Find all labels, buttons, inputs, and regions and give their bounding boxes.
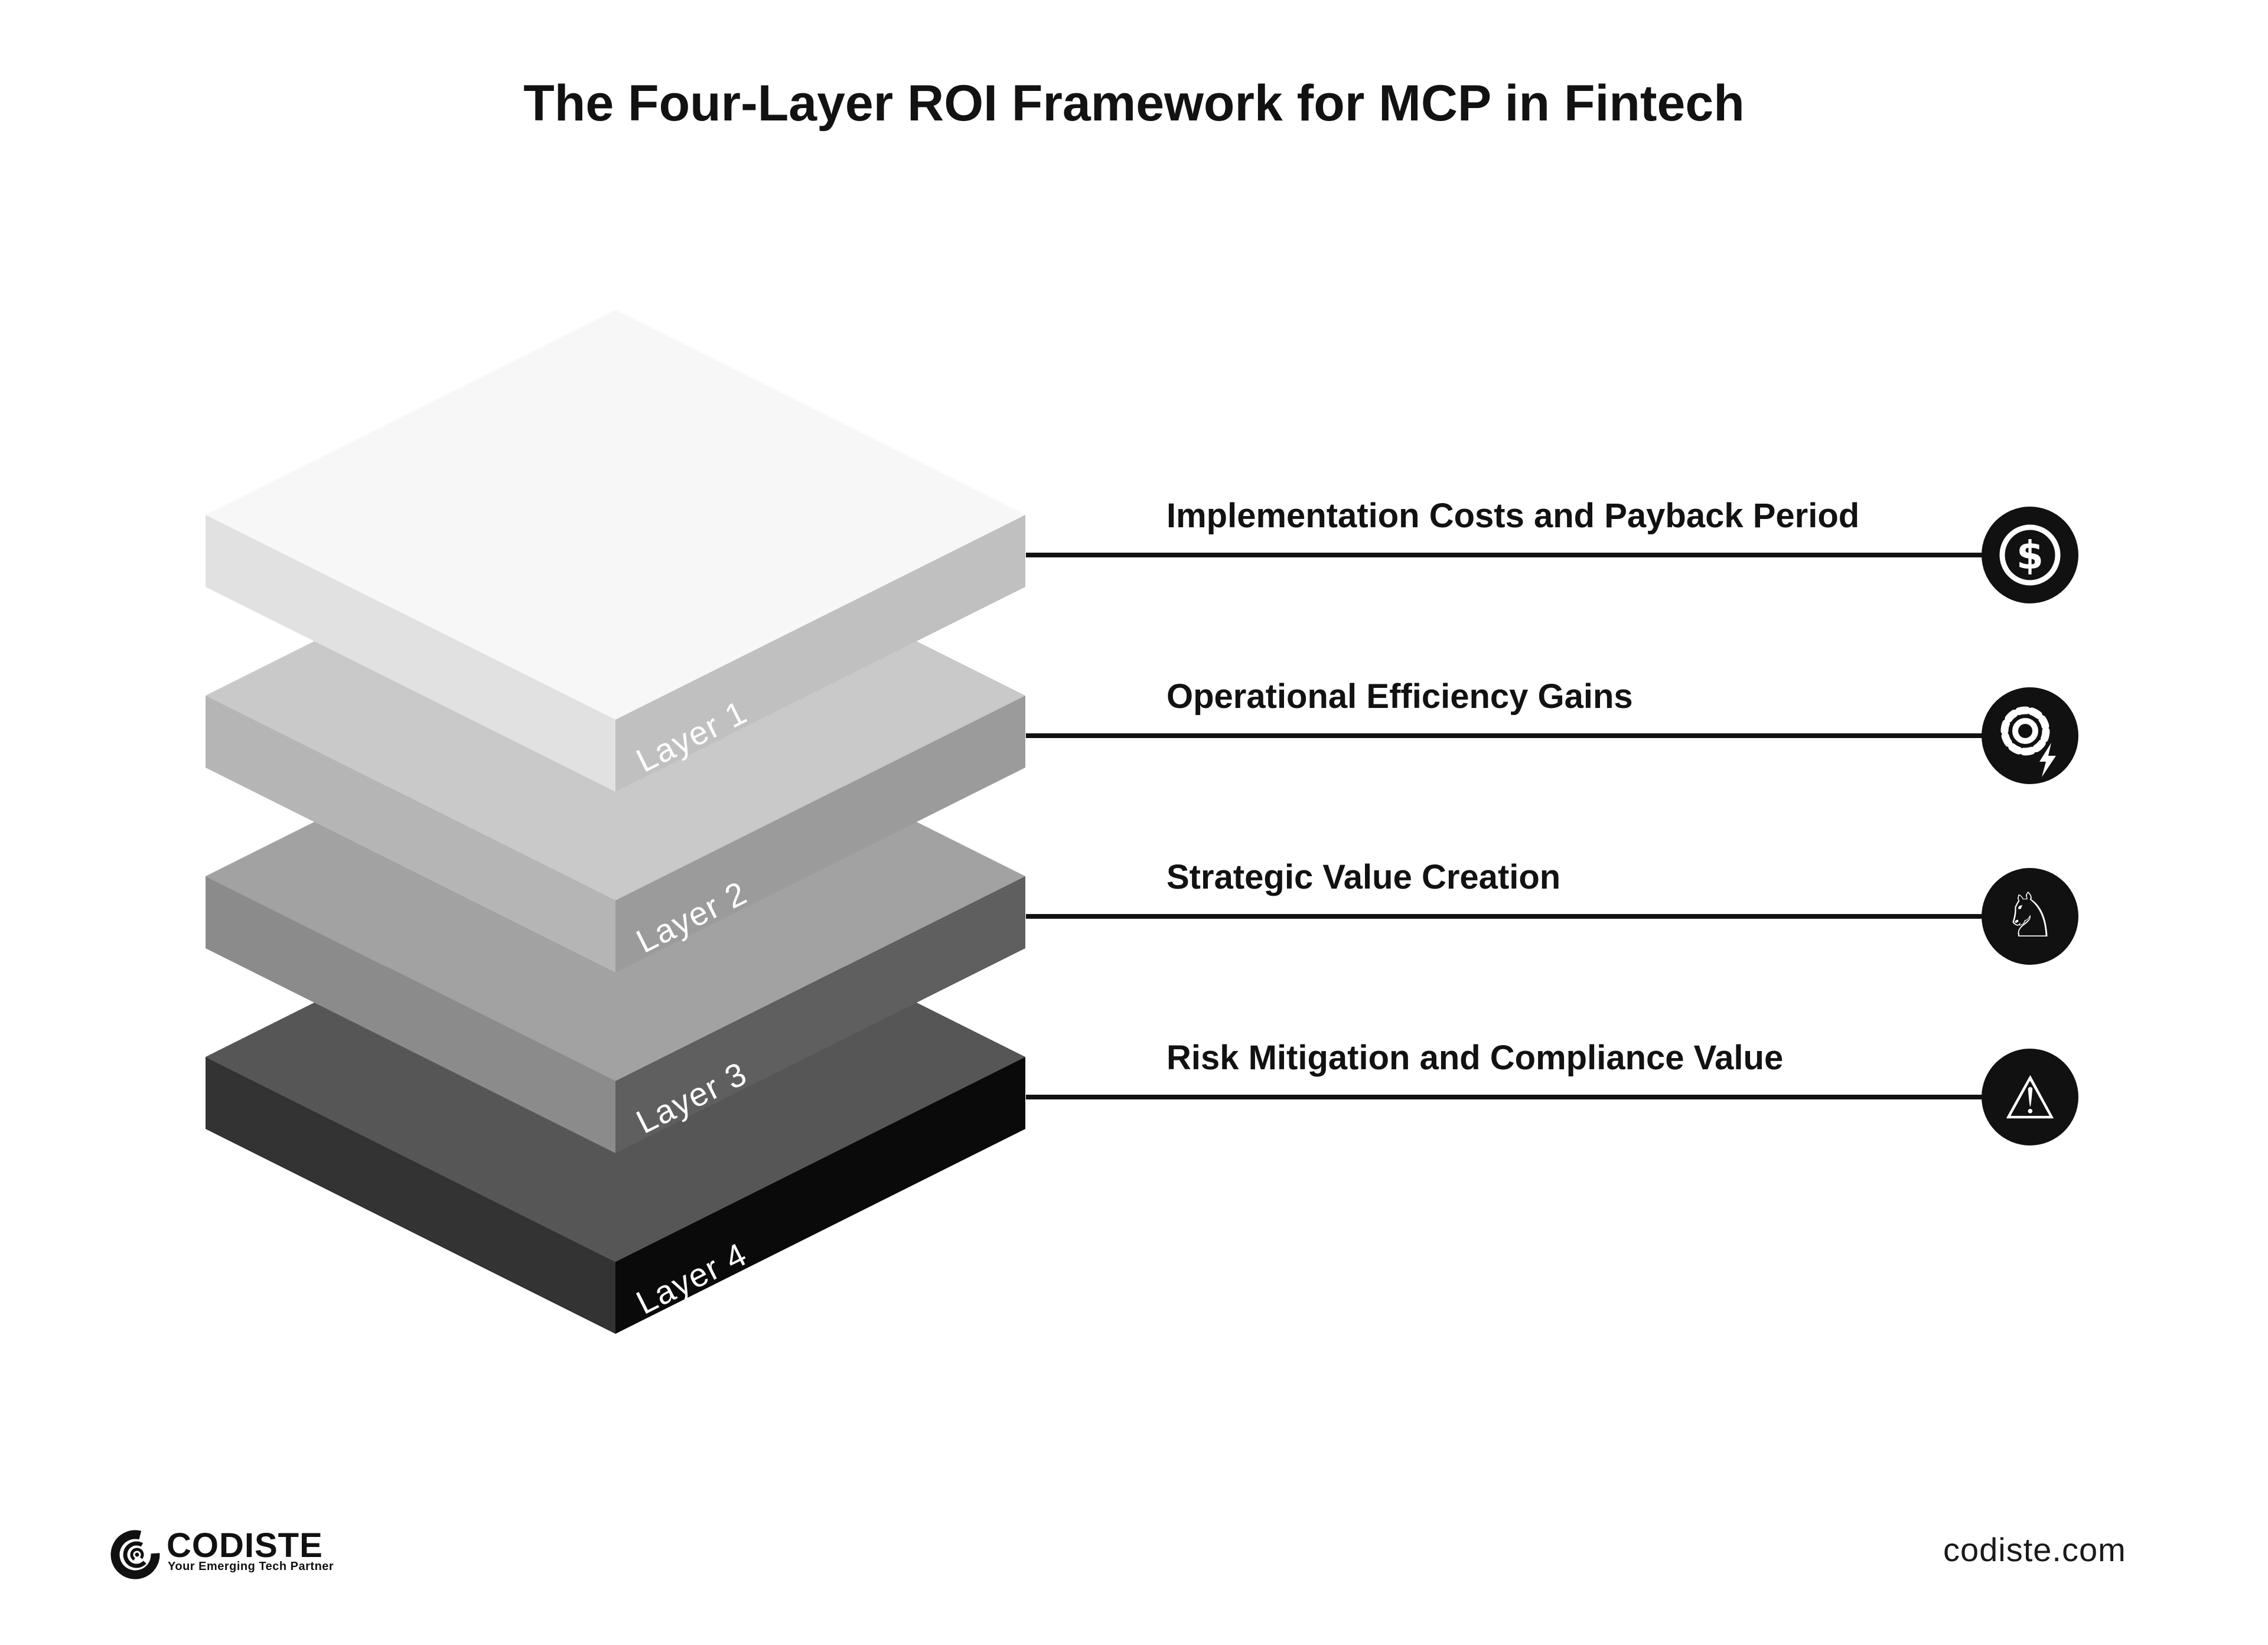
dollar-circle-icon: $ bbox=[1982, 507, 2078, 603]
layer-2-right-face bbox=[615, 696, 1025, 972]
layer-1-right-face bbox=[615, 515, 1025, 792]
gear-bolt-icon-svg bbox=[1982, 687, 2078, 784]
logo-inner-arc bbox=[130, 1548, 144, 1562]
dollar-circle-icon-svg: $ bbox=[1982, 507, 2078, 603]
codiste-logo-mark-icon bbox=[110, 1530, 160, 1579]
warning-triangle-icon: ⚠ bbox=[1982, 1049, 2078, 1145]
row-label-risk-mitigation: Risk Mitigation and Compliance Value bbox=[1166, 1039, 1784, 1077]
icon-circle-bg bbox=[1982, 1049, 2078, 1145]
connector-line-1 bbox=[1026, 553, 1983, 557]
layer-2-left-face bbox=[206, 696, 615, 972]
warning-glyph: ⚠ bbox=[2003, 1063, 2057, 1132]
codiste-logo: CODISTE Your Emerging Tech Partner bbox=[110, 1526, 464, 1586]
layer-1-block: Layer 1 bbox=[206, 310, 1025, 792]
layer-3-left-face bbox=[206, 876, 615, 1153]
layer-3-right-face bbox=[615, 876, 1025, 1153]
page-title: The Four-Layer ROI Framework for MCP in … bbox=[523, 75, 1745, 132]
row-label-operational-efficiency: Operational Efficiency Gains bbox=[1166, 677, 1633, 716]
gear-bolt-icon bbox=[1982, 687, 2078, 784]
layer-1-left-face bbox=[206, 515, 615, 792]
logo-center-dot bbox=[135, 1552, 139, 1557]
website-link[interactable]: codiste.com bbox=[1943, 1531, 2126, 1568]
layer-stack-diagram: Layer 4 Layer 3 Layer 2 Layer 1 bbox=[206, 310, 1025, 1334]
connector-line-4 bbox=[1026, 1095, 1983, 1099]
logo-outer-c bbox=[110, 1530, 160, 1579]
icon-circle-bg bbox=[1982, 868, 2078, 965]
logo-wordmark: CODISTE bbox=[167, 1526, 323, 1565]
chess-knight-icon-svg: ♘ bbox=[1982, 868, 2078, 965]
icon-circle-bg bbox=[1982, 687, 2078, 784]
logo-tagline: Your Emerging Tech Partner bbox=[168, 1560, 334, 1573]
row-label-implementation-costs: Implementation Costs and Payback Period bbox=[1166, 497, 1860, 535]
knight-glyph: ♘ bbox=[2002, 879, 2057, 951]
dollar-ring bbox=[1999, 524, 2061, 586]
lightning-bolt bbox=[2039, 743, 2056, 777]
gear-teeth-ring bbox=[2000, 706, 2050, 756]
dollar-glyph: $ bbox=[2016, 533, 2044, 578]
chess-knight-icon: ♘ bbox=[1982, 868, 2078, 965]
warning-triangle-icon-svg: ⚠ bbox=[1982, 1049, 2078, 1145]
icon-circle-bg bbox=[1982, 507, 2078, 603]
gear-hub bbox=[2012, 718, 2038, 744]
connector-line-3 bbox=[1026, 914, 1983, 919]
layer-4-left-face bbox=[206, 1057, 615, 1334]
row-label-strategic-value: Strategic Value Creation bbox=[1166, 858, 1561, 896]
connector-line-2 bbox=[1026, 733, 1983, 738]
logo-mid-arc bbox=[123, 1541, 150, 1568]
layer-4-right-face bbox=[615, 1057, 1025, 1334]
